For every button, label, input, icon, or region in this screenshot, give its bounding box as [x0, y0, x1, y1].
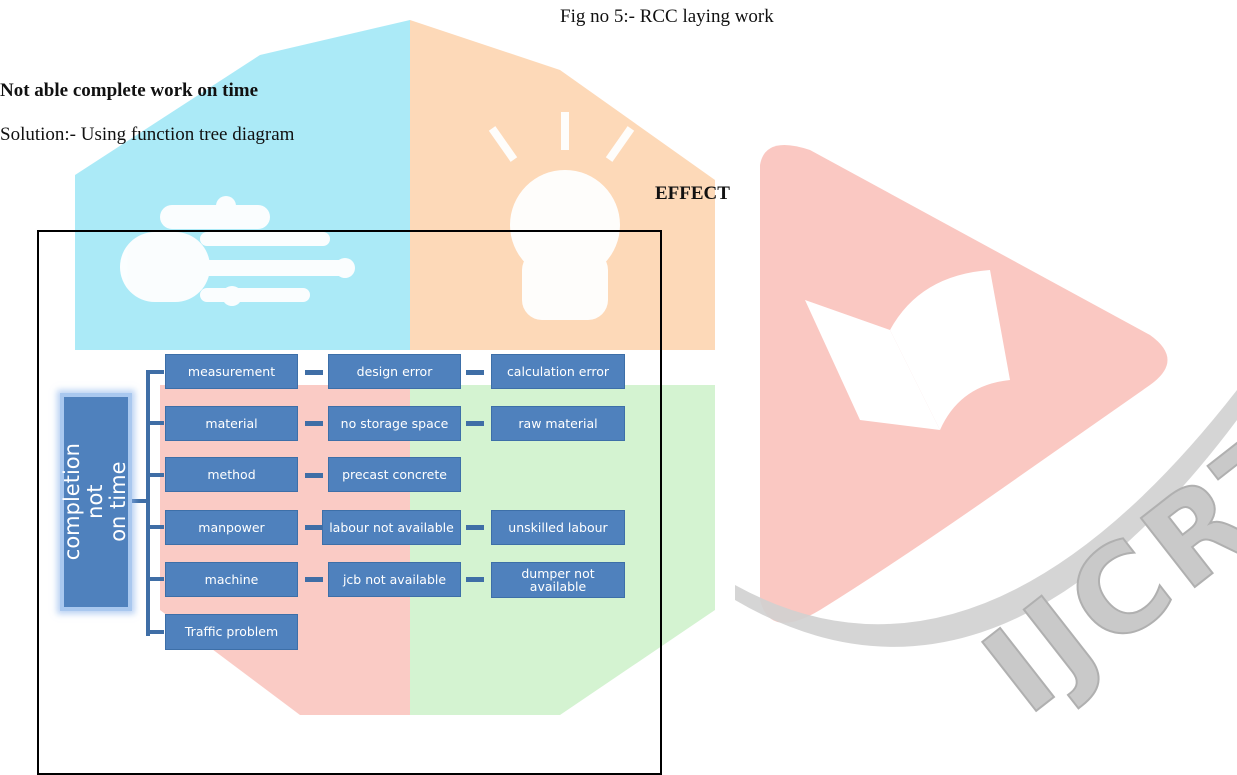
figure-caption: Fig no 5:- RCC laying work: [560, 6, 774, 27]
bracket-tick: [146, 525, 164, 529]
level3-node: unskilled labour: [491, 510, 625, 545]
level2-node: no storage space: [328, 406, 461, 441]
bracket-tick: [146, 421, 164, 425]
solution-line: Solution:- Using function tree diagram: [0, 124, 295, 145]
level3-node: calculation error: [491, 354, 625, 389]
category-node: material: [165, 406, 298, 441]
watermark-play-triangle: [760, 145, 1168, 623]
bracket-tick: [146, 370, 164, 374]
category-node: manpower: [165, 510, 298, 545]
link-connector: [305, 473, 323, 478]
category-node: machine: [165, 562, 298, 597]
section-heading: Not able complete work on time: [0, 80, 259, 101]
root-node: completion not on time: [60, 393, 132, 611]
link-connector: [466, 421, 484, 426]
effect-label: EFFECT: [655, 183, 730, 204]
level2-node: design error: [328, 354, 461, 389]
link-connector: [305, 370, 323, 375]
level2-node: jcb not available: [328, 562, 461, 597]
level3-node: raw material: [491, 406, 625, 441]
link-connector: [305, 421, 323, 426]
bracket-tick: [146, 630, 164, 634]
link-connector: [466, 370, 484, 375]
category-node: Traffic problem: [165, 614, 298, 650]
level3-node: dumper not available: [491, 562, 625, 598]
root-node-label: completion not on time: [60, 443, 131, 561]
link-connector: [305, 577, 323, 582]
link-connector: [466, 525, 484, 530]
watermark-text: IJCRT: [960, 393, 1237, 740]
category-node: measurement: [165, 354, 298, 389]
watermark-gray-swoosh: [735, 390, 1237, 647]
root-connector: [132, 499, 148, 503]
watermark-book-icon: [805, 270, 1010, 430]
bracket-tick: [146, 473, 164, 477]
link-connector: [466, 577, 484, 582]
link-connector: [305, 525, 323, 530]
level2-node: precast concrete: [328, 457, 461, 492]
level2-node: labour not available: [322, 510, 461, 545]
bracket-spine: [146, 372, 150, 636]
bracket-tick: [146, 577, 164, 581]
category-node: method: [165, 457, 298, 492]
